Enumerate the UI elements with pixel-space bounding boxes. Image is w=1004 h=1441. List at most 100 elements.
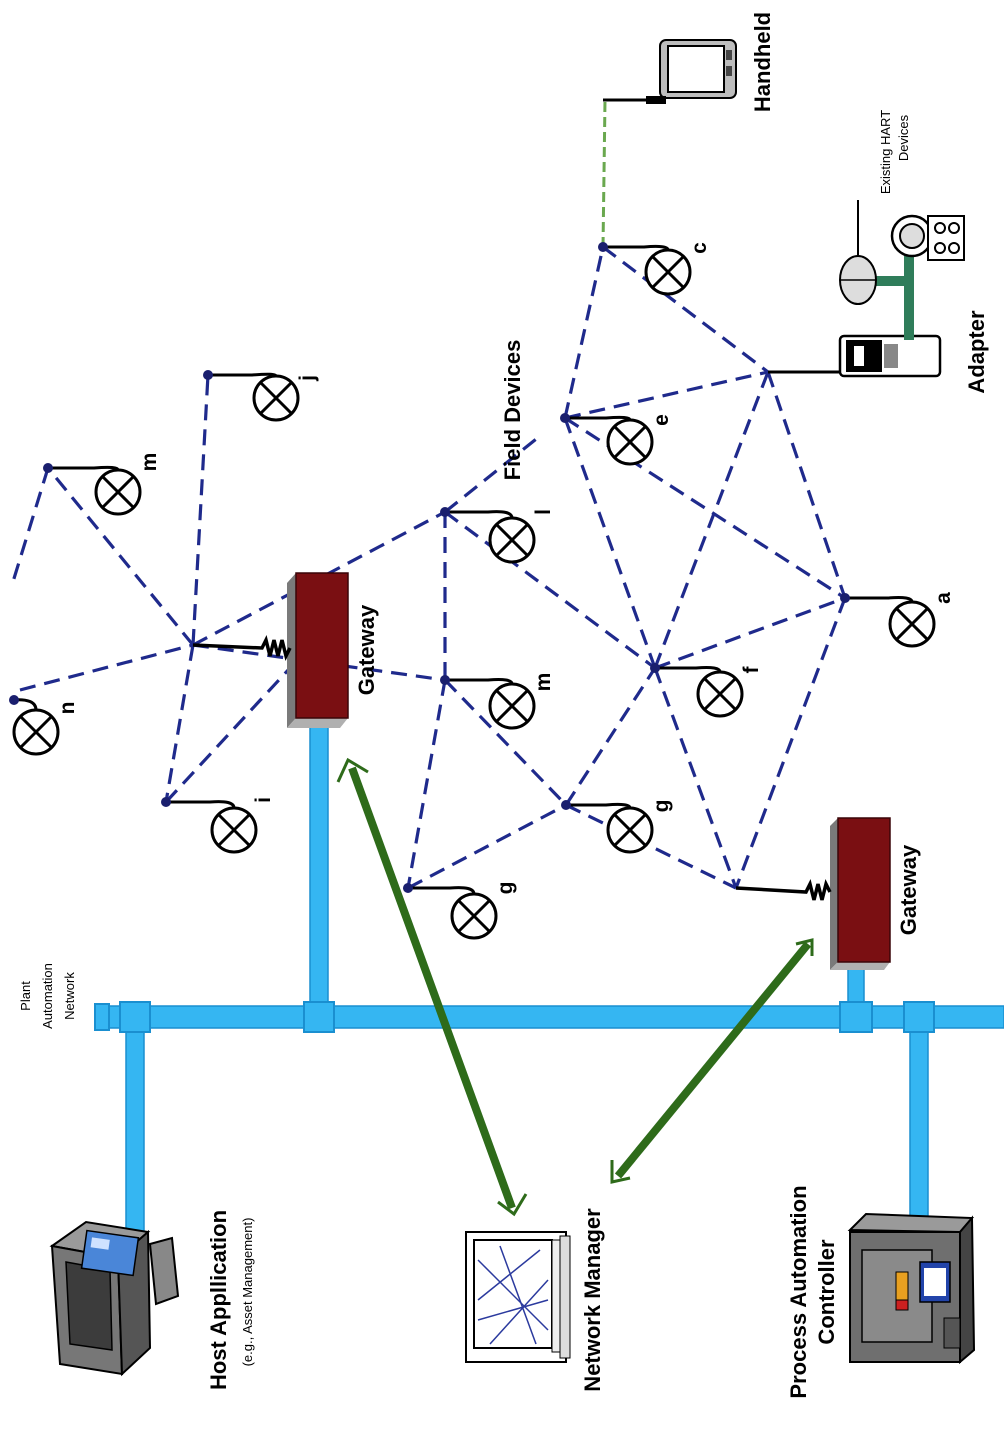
device-connector bbox=[208, 372, 278, 377]
field-device-label: a bbox=[932, 592, 955, 604]
gateway-bottom-side bbox=[830, 818, 838, 970]
plant-network-label-line3: Network bbox=[62, 972, 77, 1020]
device-connector bbox=[565, 415, 632, 421]
host-application-computer bbox=[49, 1220, 180, 1377]
bus-joint-controller bbox=[903, 1001, 935, 1033]
device-connector bbox=[603, 244, 670, 251]
arrow-manager-gateway-top bbox=[348, 766, 516, 1210]
field-device-label: l bbox=[532, 509, 555, 515]
field-device-cross bbox=[457, 899, 491, 933]
host-application-label: Host Appllication bbox=[206, 1210, 231, 1390]
field-device-cross bbox=[613, 813, 647, 847]
field-device-label: m bbox=[532, 673, 555, 692]
field-device-a: a bbox=[840, 592, 955, 648]
controller-label-line2: Controller bbox=[814, 1239, 839, 1345]
existing-hart-label-line1: Existing HART bbox=[878, 110, 893, 194]
field-device-label: j bbox=[296, 375, 319, 382]
field-device-cross bbox=[217, 813, 251, 847]
mesh-node-dot bbox=[440, 507, 450, 517]
handheld-link bbox=[601, 99, 607, 248]
network-manager-label: Network Manager bbox=[580, 1208, 605, 1392]
bus-drop-gateway-top bbox=[309, 719, 329, 1011]
device-connector bbox=[566, 802, 632, 809]
field-device-label: c bbox=[688, 242, 711, 254]
gateway-top-antenna bbox=[192, 634, 292, 662]
arrowhead-manager-1 bbox=[497, 1193, 528, 1217]
existing-hart-label-line2: Devices bbox=[896, 114, 911, 161]
bus-drop-host bbox=[125, 1027, 145, 1261]
bus-joint-gateway-bottom bbox=[839, 1001, 873, 1033]
mesh-links bbox=[10, 245, 847, 890]
bus-joint-gateway-top bbox=[303, 1001, 335, 1033]
gateway-bottom-antenna bbox=[735, 878, 832, 901]
field-device-e: e bbox=[560, 413, 673, 466]
field-device-l: l bbox=[440, 507, 555, 564]
gateway-top-body bbox=[295, 572, 349, 719]
mesh-node-dot bbox=[598, 242, 608, 252]
gateway-top-bottom bbox=[287, 718, 348, 728]
network-manager-monitor bbox=[465, 1231, 571, 1363]
field-device-label: n bbox=[56, 702, 79, 715]
manager-screen-mesh bbox=[477, 1245, 549, 1345]
field-device-m1: m bbox=[43, 453, 161, 516]
arrowhead-gateway-bottom bbox=[795, 938, 814, 956]
gateway-bottom-bottom bbox=[830, 962, 890, 970]
field-device-cross bbox=[495, 523, 529, 557]
host-application-sublabel: (e.g., Asset Management) bbox=[240, 1218, 255, 1367]
field-device-cross bbox=[703, 677, 737, 711]
field-device-cross bbox=[101, 475, 135, 509]
field-device-c: c bbox=[598, 242, 711, 296]
host-keyboard bbox=[148, 1236, 180, 1306]
existing-hart-devices bbox=[839, 200, 965, 340]
mesh-node-dot bbox=[440, 675, 450, 685]
field-device-m2: m bbox=[440, 673, 555, 730]
bus-drop-controller bbox=[909, 1027, 929, 1219]
plant-automation-network-bus bbox=[94, 719, 1004, 1261]
device-connector bbox=[845, 596, 914, 603]
arrowhead-manager-2 bbox=[610, 1160, 631, 1184]
field-device-cross bbox=[613, 425, 647, 459]
arrow-manager-gateway-bottom bbox=[614, 941, 812, 1179]
mesh-node-dot bbox=[840, 593, 850, 603]
device-connector bbox=[655, 666, 722, 673]
network-manager-arrows bbox=[336, 757, 814, 1217]
mesh-node-dot bbox=[403, 883, 413, 893]
handheld-label: Handheld bbox=[750, 12, 775, 112]
gateway-top: Gateway bbox=[192, 572, 379, 728]
mesh-node-dot bbox=[43, 463, 53, 473]
gateway-top-side bbox=[287, 573, 296, 728]
device-connector bbox=[445, 510, 514, 519]
plant-network-label-line1: Plant bbox=[18, 981, 33, 1011]
gateway-top-label: Gateway bbox=[354, 604, 379, 695]
field-device-cross bbox=[495, 689, 529, 723]
process-automation-controller bbox=[847, 1212, 976, 1365]
arrowhead-gateway-top bbox=[336, 757, 369, 783]
field-device-cross bbox=[19, 715, 53, 749]
mesh-node-dot bbox=[9, 695, 19, 705]
mesh-node-dot bbox=[650, 663, 660, 673]
field-device-cross bbox=[259, 381, 293, 415]
field-device-g1: g bbox=[403, 882, 517, 940]
field-device-cross bbox=[651, 255, 685, 289]
field-device-g2: g bbox=[561, 800, 673, 854]
device-connector bbox=[48, 465, 120, 471]
adapter-label: Adapter bbox=[964, 310, 989, 394]
field-device-cross bbox=[895, 607, 929, 641]
field-device-j: j bbox=[203, 370, 319, 422]
device-connector bbox=[166, 800, 236, 809]
controller-label-line1: Process Automation bbox=[786, 1185, 811, 1398]
host-screen bbox=[80, 1229, 140, 1277]
mesh-node-dot bbox=[161, 797, 171, 807]
plant-network-label-line2: Automation bbox=[40, 963, 55, 1029]
field-device-label: g bbox=[650, 800, 673, 813]
gateway-bottom-label: Gateway bbox=[896, 844, 921, 935]
mesh-node-dot bbox=[561, 800, 571, 810]
field-device-n: n bbox=[9, 695, 79, 756]
field-device-label: g bbox=[494, 882, 517, 895]
field-device-label: i bbox=[252, 797, 275, 803]
device-connector bbox=[445, 678, 514, 685]
device-connector bbox=[408, 886, 476, 895]
